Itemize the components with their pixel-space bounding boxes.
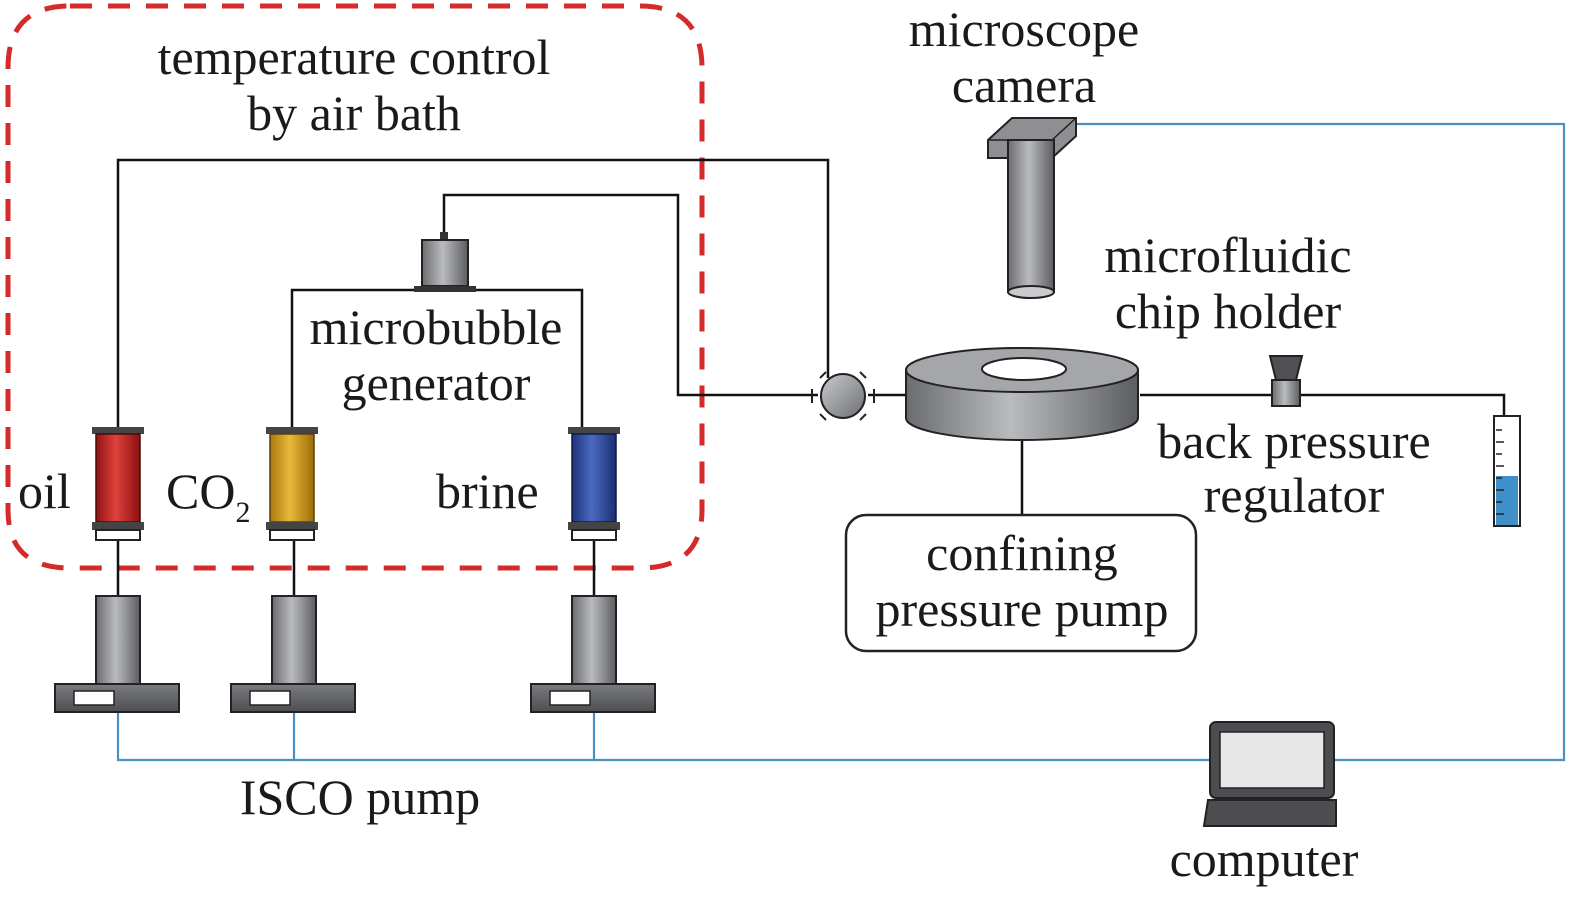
six-way-valve — [811, 371, 875, 421]
computer-device — [1202, 721, 1337, 827]
oil-cylinder — [92, 427, 144, 541]
label-isco-pump: ISCO pump — [240, 769, 480, 825]
label-co2: CO2 — [166, 463, 250, 529]
label-oil: oil — [18, 463, 71, 519]
isco-pump-oil — [54, 595, 180, 713]
pump-signal-lines — [116, 712, 1212, 762]
label-generator-line2: generator — [342, 355, 531, 411]
label-confining-line2: pressure pump — [876, 581, 1169, 637]
label-confining-line1: confining — [926, 525, 1118, 581]
microbubble-generator-device — [414, 232, 476, 292]
label-temperature-line1: temperature control — [158, 29, 551, 85]
camera-signal-line — [1076, 122, 1566, 762]
label-bpr-line1: back pressure — [1157, 413, 1431, 469]
isco-pump-brine — [530, 595, 656, 713]
collection-tube — [1493, 415, 1521, 527]
microscope-camera — [987, 117, 1077, 299]
label-microscope-line2: camera — [952, 57, 1096, 113]
label-computer: computer — [1170, 831, 1359, 887]
confining-pressure-pump-box — [844, 513, 1198, 653]
label-chip-line1: microfluidic — [1104, 227, 1351, 283]
label-chip-line2: chip holder — [1115, 283, 1342, 339]
chip-to-collector-line — [1140, 393, 1506, 420]
label-co2-main: CO — [166, 463, 235, 519]
isco-pump-co2 — [230, 595, 356, 713]
co2-cylinder — [266, 427, 318, 541]
generator-outlet-line — [442, 193, 818, 397]
brine-cylinder — [568, 427, 620, 541]
label-microscope-line1: microscope — [909, 1, 1139, 57]
back-pressure-regulator-device — [1268, 355, 1304, 407]
generator-inlet-lines — [290, 288, 584, 428]
label-temperature-line2: by air bath — [247, 85, 461, 141]
label-generator-line1: microbubble — [310, 299, 563, 355]
pump-piston-rods — [116, 540, 596, 598]
label-bpr-line2: regulator — [1204, 467, 1385, 523]
microfluidic-chip-holder-device — [905, 347, 1139, 441]
label-co2-subscript: 2 — [235, 496, 250, 529]
oil-flow-line — [116, 158, 830, 428]
label-brine: brine — [436, 463, 539, 519]
